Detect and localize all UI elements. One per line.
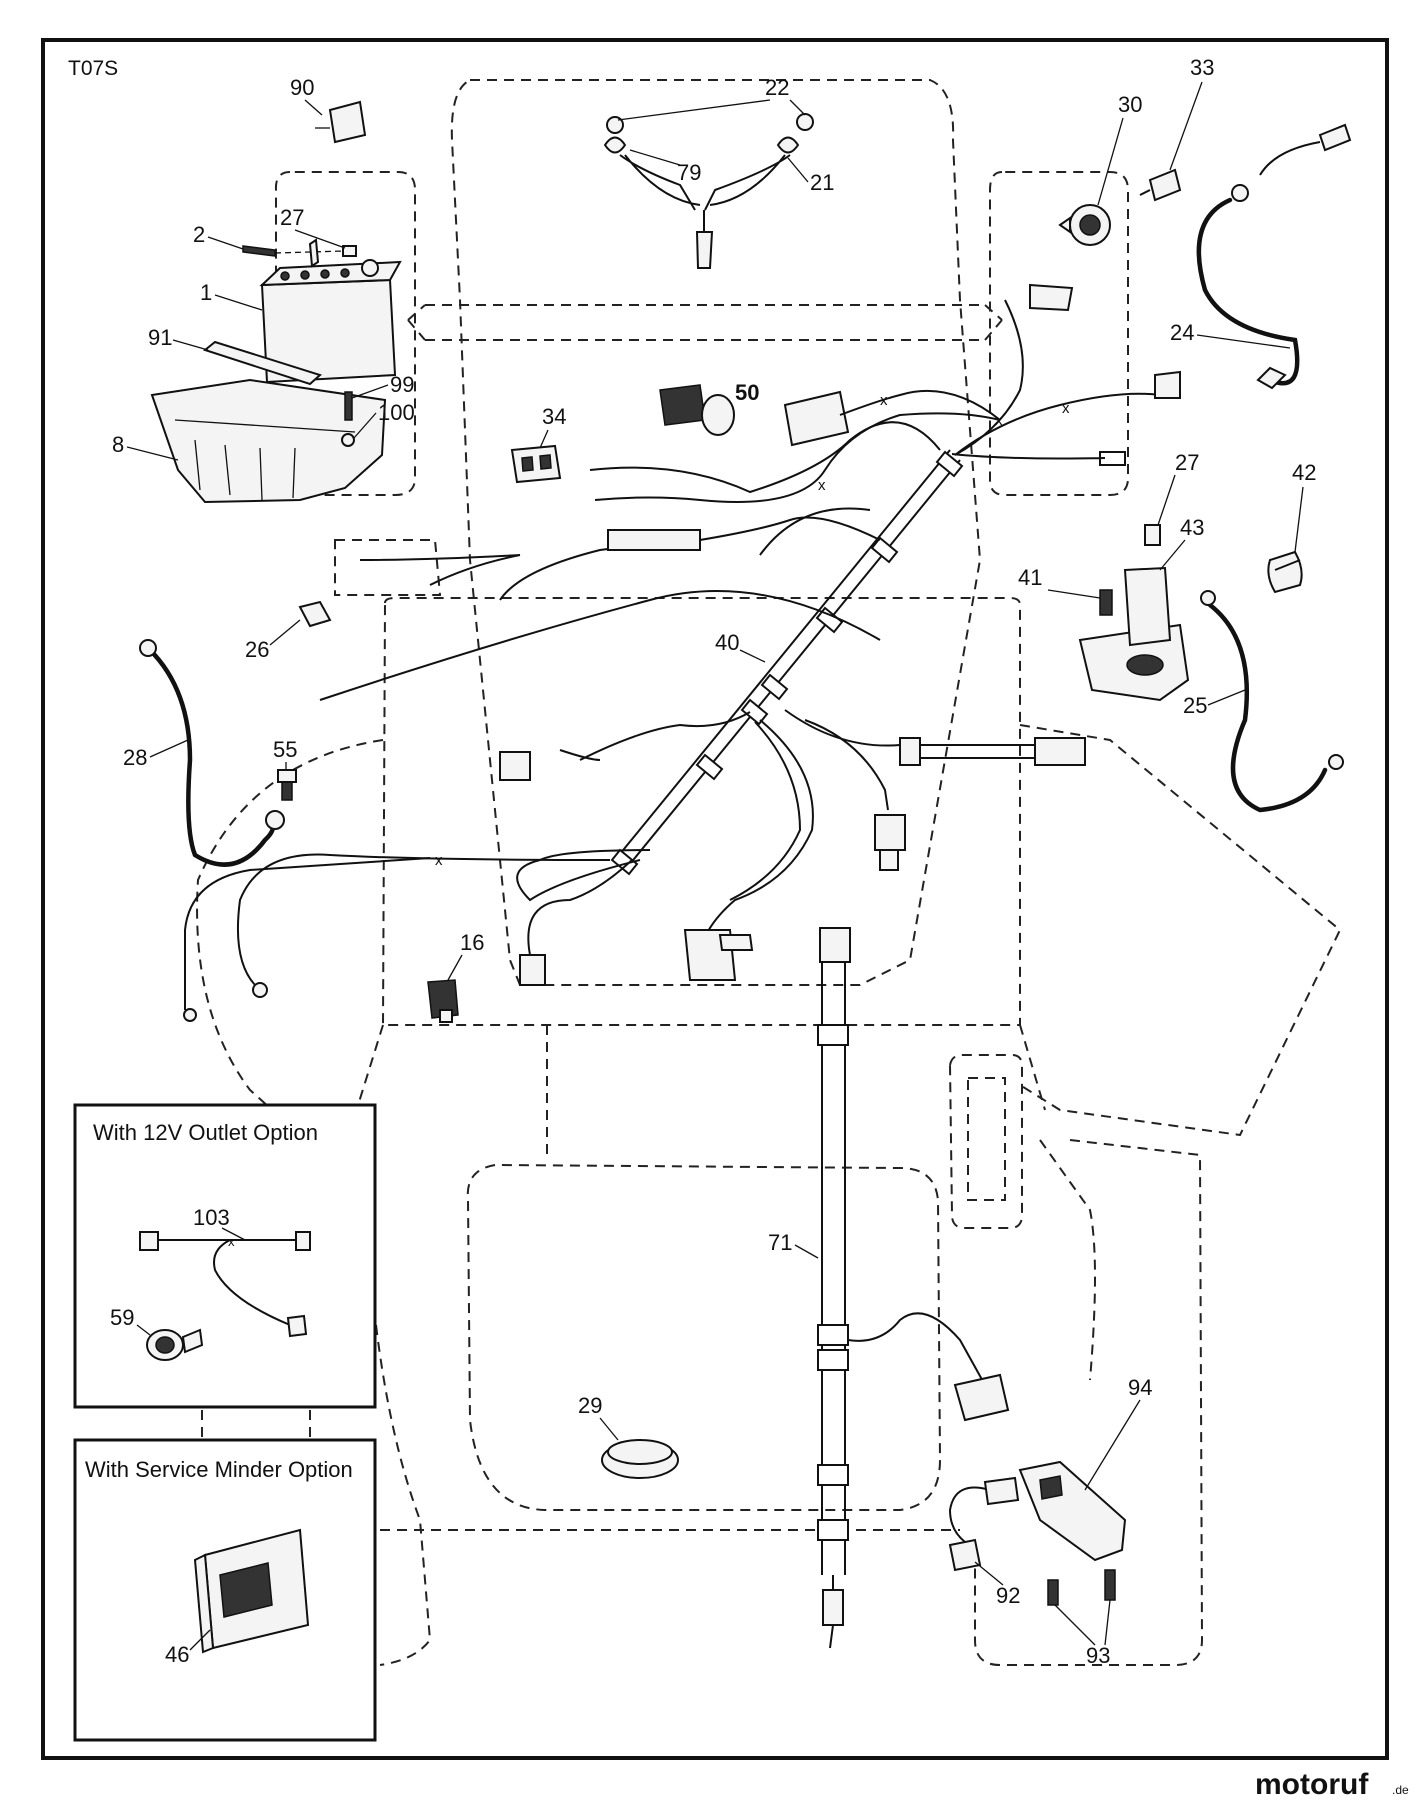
harness-71	[817, 927, 1010, 1649]
callout-55: 55	[273, 737, 297, 762]
callout-71: 71	[768, 1230, 792, 1255]
inset-service-minder: With Service Minder Option 46	[73, 1438, 377, 1742]
bolt-99	[344, 391, 353, 421]
connector-92	[948, 1476, 1020, 1572]
switch-34	[510, 444, 562, 484]
callout-91: 91	[148, 325, 172, 350]
callout-41: 41	[1018, 565, 1042, 590]
headlight-harness	[603, 113, 814, 269]
callout-22: 22	[765, 75, 789, 100]
drawing-frame	[41, 38, 1389, 1760]
wire-junction-mark: x	[435, 852, 443, 869]
cable-24	[1196, 197, 1300, 386]
wire-junction-mark: x	[818, 477, 826, 494]
ignition-switch	[1058, 204, 1111, 246]
callout-59: 59	[110, 1305, 134, 1330]
watermark-brand: motoruf	[1255, 1768, 1369, 1800]
main-harness: x x x x x	[183, 283, 1181, 1022]
battery-tray	[150, 378, 387, 504]
callout-99: 99	[390, 372, 414, 397]
part-29	[601, 1439, 679, 1479]
callout-43: 43	[1180, 515, 1204, 540]
callout-8: 8	[112, 432, 124, 457]
callout-27-battery: 27	[280, 205, 304, 230]
callout-42: 42	[1292, 460, 1316, 485]
callout-46: 46	[165, 1642, 189, 1667]
part-90-connector	[315, 100, 367, 144]
callout-34: 34	[542, 404, 566, 429]
fuse-26	[298, 600, 332, 628]
callout-26: 26	[245, 637, 269, 662]
drawing-code: T07S	[68, 57, 118, 80]
callout-33: 33	[1190, 55, 1214, 80]
cable-25	[1207, 602, 1328, 813]
callout-100: 100	[378, 400, 415, 425]
callout-2: 2	[193, 222, 205, 247]
callout-24: 24	[1170, 320, 1194, 345]
callout-25: 25	[1183, 693, 1207, 718]
boot-42	[1267, 550, 1303, 594]
watermark-suffix: .de	[1392, 1783, 1409, 1797]
callout-103: 103	[193, 1205, 230, 1230]
wire-junction-mark: x	[995, 412, 1003, 429]
outlet-59	[146, 1328, 204, 1361]
battery-bolt	[242, 245, 276, 257]
callout-94: 94	[1128, 1375, 1152, 1400]
ignition-key	[1139, 168, 1182, 202]
inset-12v-outlet-title: With 12V Outlet Option	[93, 1120, 318, 1145]
callout-30: 30	[1118, 92, 1142, 117]
callout-21: 21	[810, 170, 834, 195]
callout-16: 16	[460, 930, 484, 955]
wire-junction-mark: x	[880, 392, 888, 409]
callout-27-solenoid: 27	[1175, 450, 1199, 475]
screws-93	[1047, 1569, 1116, 1606]
cable-28	[147, 647, 276, 867]
hold-down-strap	[202, 340, 322, 386]
callout-79: 79	[677, 160, 701, 185]
callouts: 90 27 2 1 91 99 100 8 22 79 21 30 33 24 …	[112, 55, 1316, 1668]
wire-junction-mark: x	[1062, 400, 1070, 417]
watermark: motoruf .de	[1255, 1768, 1409, 1800]
module-94	[1018, 1460, 1127, 1562]
callout-93: 93	[1086, 1643, 1110, 1668]
switch-16	[427, 979, 459, 1023]
battery-nut	[342, 245, 357, 257]
switch-50	[659, 384, 735, 436]
screw-41	[1099, 589, 1113, 616]
screw-55	[277, 769, 297, 801]
inset-12v-outlet: With 12V Outlet Option x 103 59	[73, 1103, 377, 1409]
callout-28: 28	[123, 745, 147, 770]
callout-40: 40	[715, 630, 739, 655]
battery-assembly	[150, 238, 402, 504]
callout-50: 50	[735, 380, 759, 405]
callout-90: 90	[290, 75, 314, 100]
wire-junction-mark: x	[228, 1234, 235, 1249]
callout-1: 1	[200, 280, 212, 305]
solenoid-43	[1078, 524, 1190, 702]
tractor-outline	[196, 79, 1342, 1666]
inset-service-minder-title: With Service Minder Option	[85, 1457, 353, 1482]
callout-92: 92	[996, 1583, 1020, 1608]
callout-29: 29	[578, 1393, 602, 1418]
service-minder-46	[193, 1528, 310, 1654]
